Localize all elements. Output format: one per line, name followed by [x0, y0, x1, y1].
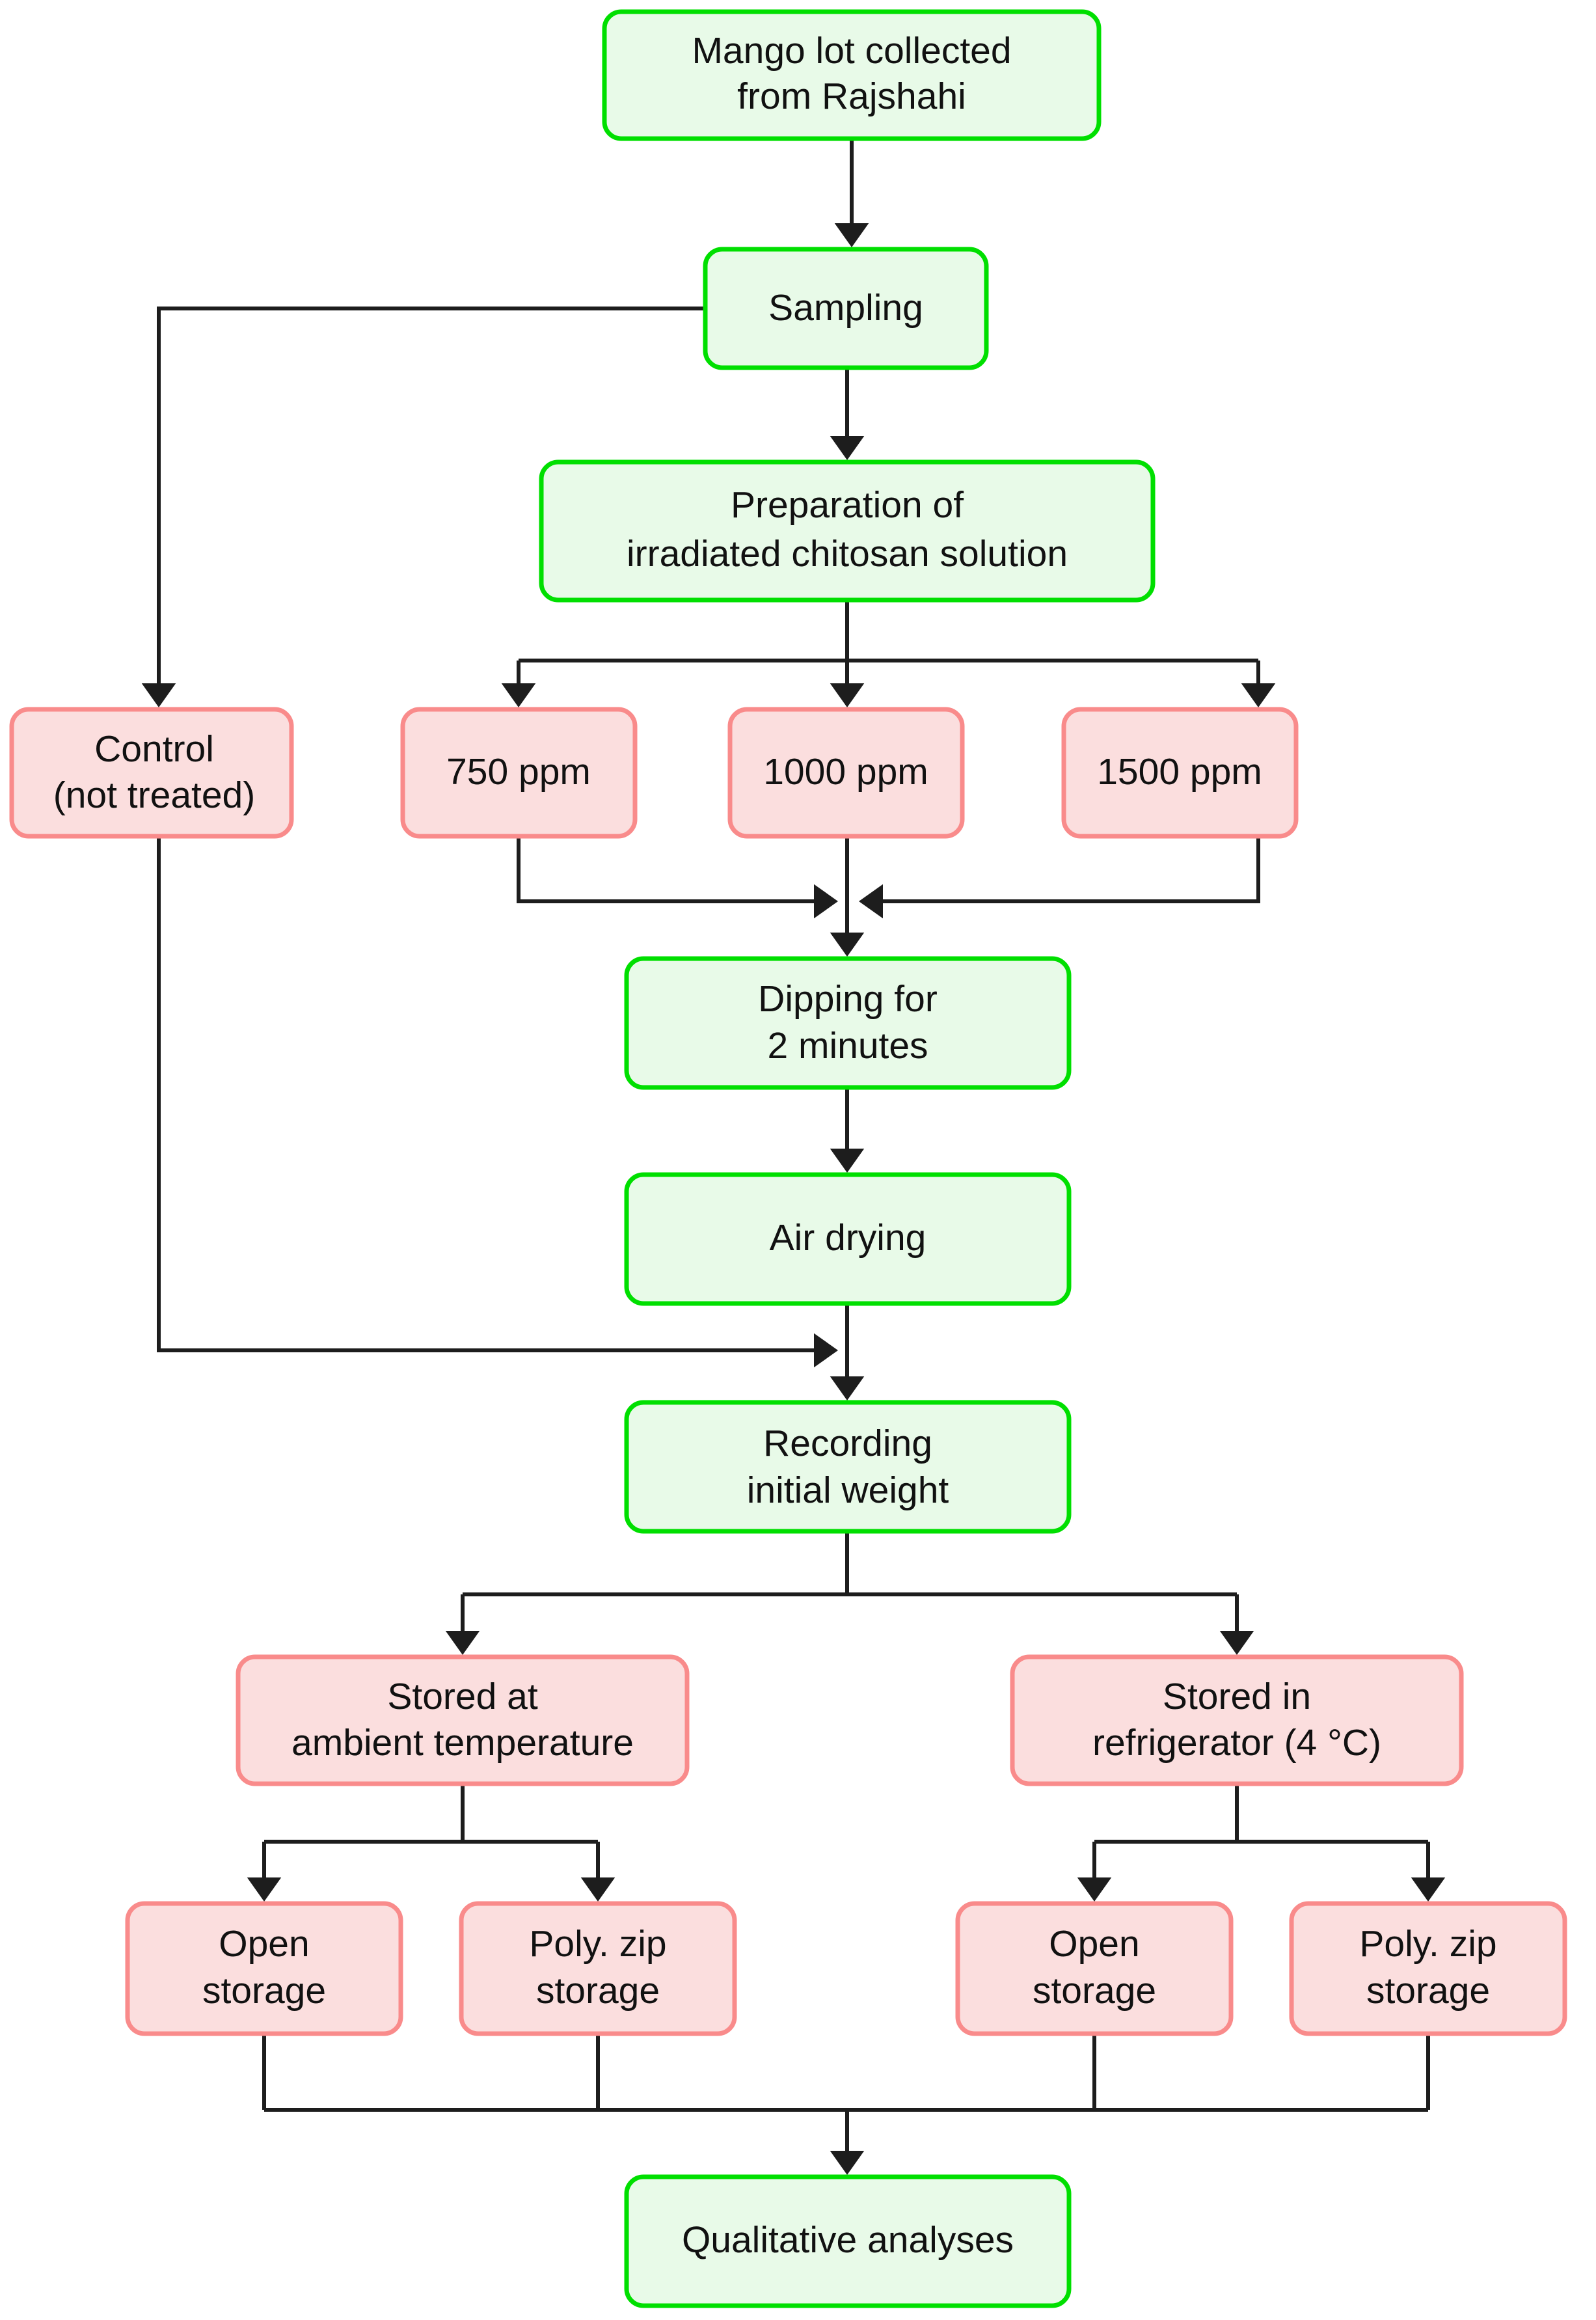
- node-preparation-line-2: irradiated chitosan solution: [627, 533, 1068, 575]
- node-control-box[interactable]: [9, 707, 294, 839]
- node-open-storage-ambient[interactable]: Open storage: [125, 1901, 403, 2036]
- node-poly-zip-storage-ambient-line-1: Poly. zip: [529, 1923, 666, 1965]
- node-ppm-750-label: 750 ppm: [446, 751, 591, 793]
- node-control-line-1: Control: [94, 728, 214, 770]
- node-poly-zip-storage-refrigerator-box[interactable]: [1289, 1901, 1567, 2036]
- node-recording-line-2: initial weight: [747, 1469, 949, 1511]
- node-poly-zip-storage-refrigerator[interactable]: Poly. zip storage: [1289, 1901, 1567, 2036]
- node-control[interactable]: Control (not treated): [9, 707, 294, 839]
- edge-control-to-recording: [157, 836, 839, 1368]
- node-open-storage-refrigerator[interactable]: Open storage: [955, 1901, 1234, 2036]
- node-poly-zip-storage-ambient-line-2: storage: [536, 1970, 660, 2012]
- node-preparation-box[interactable]: [539, 459, 1156, 603]
- node-sampling[interactable]: Sampling: [703, 247, 989, 370]
- node-mango-lot-line-2: from Rajshahi: [737, 75, 966, 117]
- node-qualitative-analyses[interactable]: Qualitative analyses: [624, 2174, 1072, 2308]
- node-open-storage-ambient-line-2: storage: [202, 1970, 326, 2012]
- node-recording-line-1: Recording: [763, 1423, 932, 1464]
- node-air-drying-box[interactable]: [624, 1172, 1072, 1306]
- node-stored-refrigerator-line-2: refrigerator (4 °C): [1092, 1722, 1381, 1764]
- node-poly-zip-storage-refrigerator-line-2: storage: [1366, 1970, 1490, 2012]
- node-ppm-750[interactable]: 750 ppm: [400, 707, 638, 839]
- node-stored-refrigerator-line-1: Stored in: [1163, 1676, 1311, 1717]
- node-sampling-box[interactable]: [703, 247, 989, 370]
- node-poly-zip-storage-ambient[interactable]: Poly. zip storage: [459, 1901, 737, 2036]
- node-ppm-750-box[interactable]: [400, 707, 638, 839]
- node-stored-ambient[interactable]: Stored at ambient temperature: [236, 1654, 690, 1786]
- node-ppm-1500-box[interactable]: [1061, 707, 1299, 839]
- node-qualitative-analyses-label: Qualitative analyses: [682, 2219, 1014, 2261]
- node-ppm-1500[interactable]: 1500 ppm: [1061, 707, 1299, 839]
- node-preparation-line-1: Preparation of: [731, 484, 964, 526]
- node-sampling-label: Sampling: [768, 287, 923, 329]
- nodes-layer: Mango lot collected from Rajshahi Sampli…: [9, 9, 1567, 2308]
- node-open-storage-refrigerator-line-2: storage: [1033, 1970, 1156, 2012]
- node-ppm-1000[interactable]: 1000 ppm: [727, 707, 965, 839]
- edge-750-to-merge: [517, 836, 839, 919]
- edges-layer: [141, 139, 1446, 2176]
- node-open-storage-ambient-line-1: Open: [219, 1923, 309, 1965]
- node-stored-ambient-box[interactable]: [236, 1654, 690, 1786]
- node-ppm-1500-label: 1500 ppm: [1097, 751, 1262, 793]
- node-preparation[interactable]: Preparation of irradiated chitosan solut…: [539, 459, 1156, 603]
- node-ppm-1000-label: 1000 ppm: [763, 751, 928, 793]
- node-dipping-line-1: Dipping for: [758, 978, 938, 1020]
- node-recording-box[interactable]: [624, 1400, 1072, 1534]
- node-stored-refrigerator[interactable]: Stored in refrigerator (4 °C): [1010, 1654, 1464, 1786]
- edge-1500-to-merge: [858, 836, 1260, 919]
- node-poly-zip-storage-refrigerator-line-1: Poly. zip: [1359, 1923, 1496, 1965]
- node-dipping-line-2: 2 minutes: [767, 1025, 928, 1067]
- node-control-line-2: (not treated): [53, 774, 256, 816]
- edge-sampling-to-control: [141, 307, 705, 708]
- node-dipping[interactable]: Dipping for 2 minutes: [624, 956, 1072, 1090]
- node-mango-lot-box[interactable]: [602, 9, 1102, 141]
- node-stored-ambient-line-1: Stored at: [387, 1676, 537, 1717]
- node-dipping-box[interactable]: [624, 956, 1072, 1090]
- node-open-storage-refrigerator-box[interactable]: [955, 1901, 1234, 2036]
- node-qualitative-analyses-box[interactable]: [624, 2174, 1072, 2308]
- node-stored-ambient-line-2: ambient temperature: [291, 1722, 634, 1764]
- node-ppm-1000-box[interactable]: [727, 707, 965, 839]
- node-stored-refrigerator-box[interactable]: [1010, 1654, 1464, 1786]
- node-air-drying[interactable]: Air drying: [624, 1172, 1072, 1306]
- node-mango-lot[interactable]: Mango lot collected from Rajshahi: [602, 9, 1102, 141]
- node-poly-zip-storage-ambient-box[interactable]: [459, 1901, 737, 2036]
- node-mango-lot-line-1: Mango lot collected: [692, 30, 1011, 72]
- node-open-storage-refrigerator-line-1: Open: [1049, 1923, 1139, 1965]
- node-open-storage-ambient-box[interactable]: [125, 1901, 403, 2036]
- node-air-drying-label: Air drying: [770, 1217, 926, 1259]
- node-recording[interactable]: Recording initial weight: [624, 1400, 1072, 1534]
